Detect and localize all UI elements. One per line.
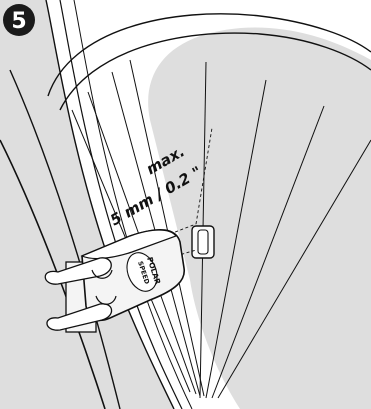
step-badge: 5 xyxy=(3,4,35,36)
spoke xyxy=(212,106,324,398)
spoke xyxy=(218,140,371,398)
spoke-magnet xyxy=(192,226,214,258)
spoke xyxy=(206,80,266,398)
tire xyxy=(46,0,371,409)
step-number: 5 xyxy=(11,9,26,34)
